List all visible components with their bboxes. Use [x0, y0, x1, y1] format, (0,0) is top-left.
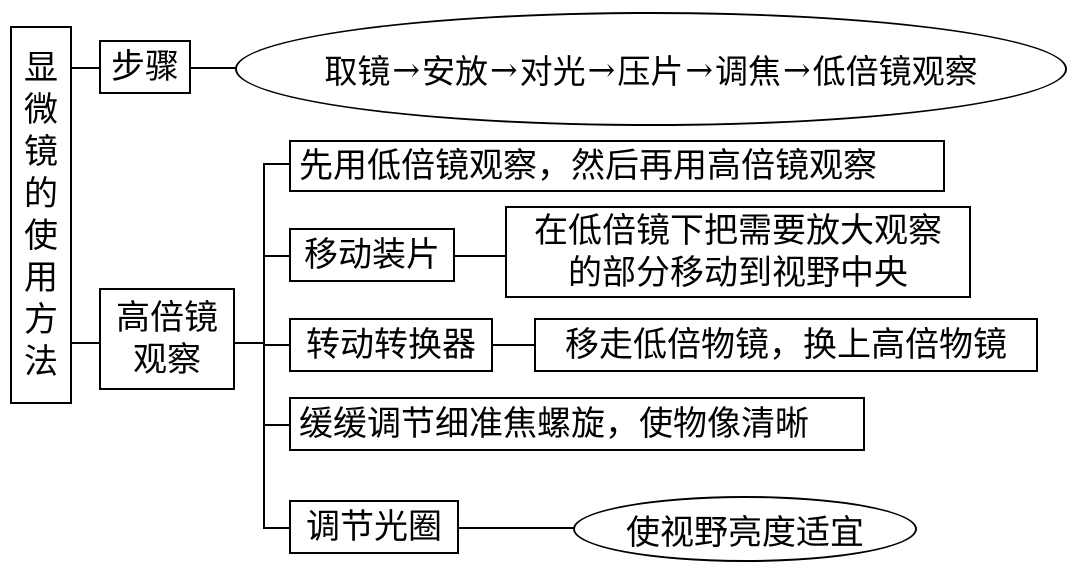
arrow-icon: → [587, 49, 616, 89]
title-char: 显 [24, 48, 58, 88]
step-item: 对光 [519, 52, 586, 91]
detail-box-move-slide: 在低倍镜下把需要放大观察 的部分移动到视野中央 [505, 206, 971, 298]
step-item: 调焦 [714, 52, 781, 91]
connector-title-steps [72, 67, 99, 69]
branch-box-move-slide: 移动装片 [289, 228, 455, 282]
arrow-icon: → [392, 49, 421, 89]
branch-box-fine-focus: 缓缓调节细准焦螺旋，使物像清晰 [289, 397, 865, 451]
steps-label: 步骤 [111, 47, 179, 87]
high-power-label-line: 高倍镜 [116, 298, 218, 338]
title-char: 微 [24, 90, 58, 130]
steps-oval: 取镜 → 安放 → 对光 → 压片 → 调焦 → 低倍镜观察 [235, 12, 1067, 126]
connector-title-high [72, 342, 99, 344]
branch-box-turn-converter: 转动转换器 [289, 318, 493, 372]
high-power-label-line: 观察 [133, 340, 201, 380]
arrow-icon: → [685, 49, 713, 89]
title-char: 的 [24, 174, 58, 214]
title-char: 法 [24, 342, 58, 382]
step-item: 压片 [617, 52, 684, 91]
connector-move-detail [455, 255, 506, 257]
title-box: 显 微 镜 的 使 用 方 法 [10, 26, 72, 404]
title-char: 方 [24, 300, 58, 340]
detail-oval-aperture: 使视野亮度适宜 [573, 496, 917, 562]
step-item: 安放 [422, 52, 489, 91]
connector-high-vertical [235, 342, 265, 344]
title-char: 镜 [24, 132, 58, 172]
title-char: 使 [24, 216, 58, 256]
steps-box: 步骤 [99, 40, 191, 94]
branch-box-adjust-aperture: 调节光圈 [289, 500, 459, 554]
arrow-icon: → [782, 49, 811, 89]
connector-steps-oval [191, 67, 236, 69]
title-char: 用 [24, 258, 58, 298]
step-item: 取镜 [324, 52, 391, 91]
step-item: 低倍镜观察 [812, 52, 978, 91]
branch-box-low-then-high: 先用低倍镜观察，然后再用高倍镜观察 [289, 140, 945, 192]
arrow-icon: → [490, 49, 518, 89]
branch-bracket [263, 163, 265, 529]
branch-tick [263, 163, 290, 165]
branch-tick [263, 255, 290, 257]
connector-aperture-detail [459, 527, 574, 529]
high-power-box: 高倍镜 观察 [99, 288, 235, 390]
branch-tick [263, 424, 290, 426]
branch-tick [263, 344, 290, 346]
detail-box-converter: 移走低倍物镜，换上高倍物镜 [534, 318, 1038, 372]
connector-converter-detail [493, 344, 535, 346]
branch-tick [263, 527, 290, 529]
